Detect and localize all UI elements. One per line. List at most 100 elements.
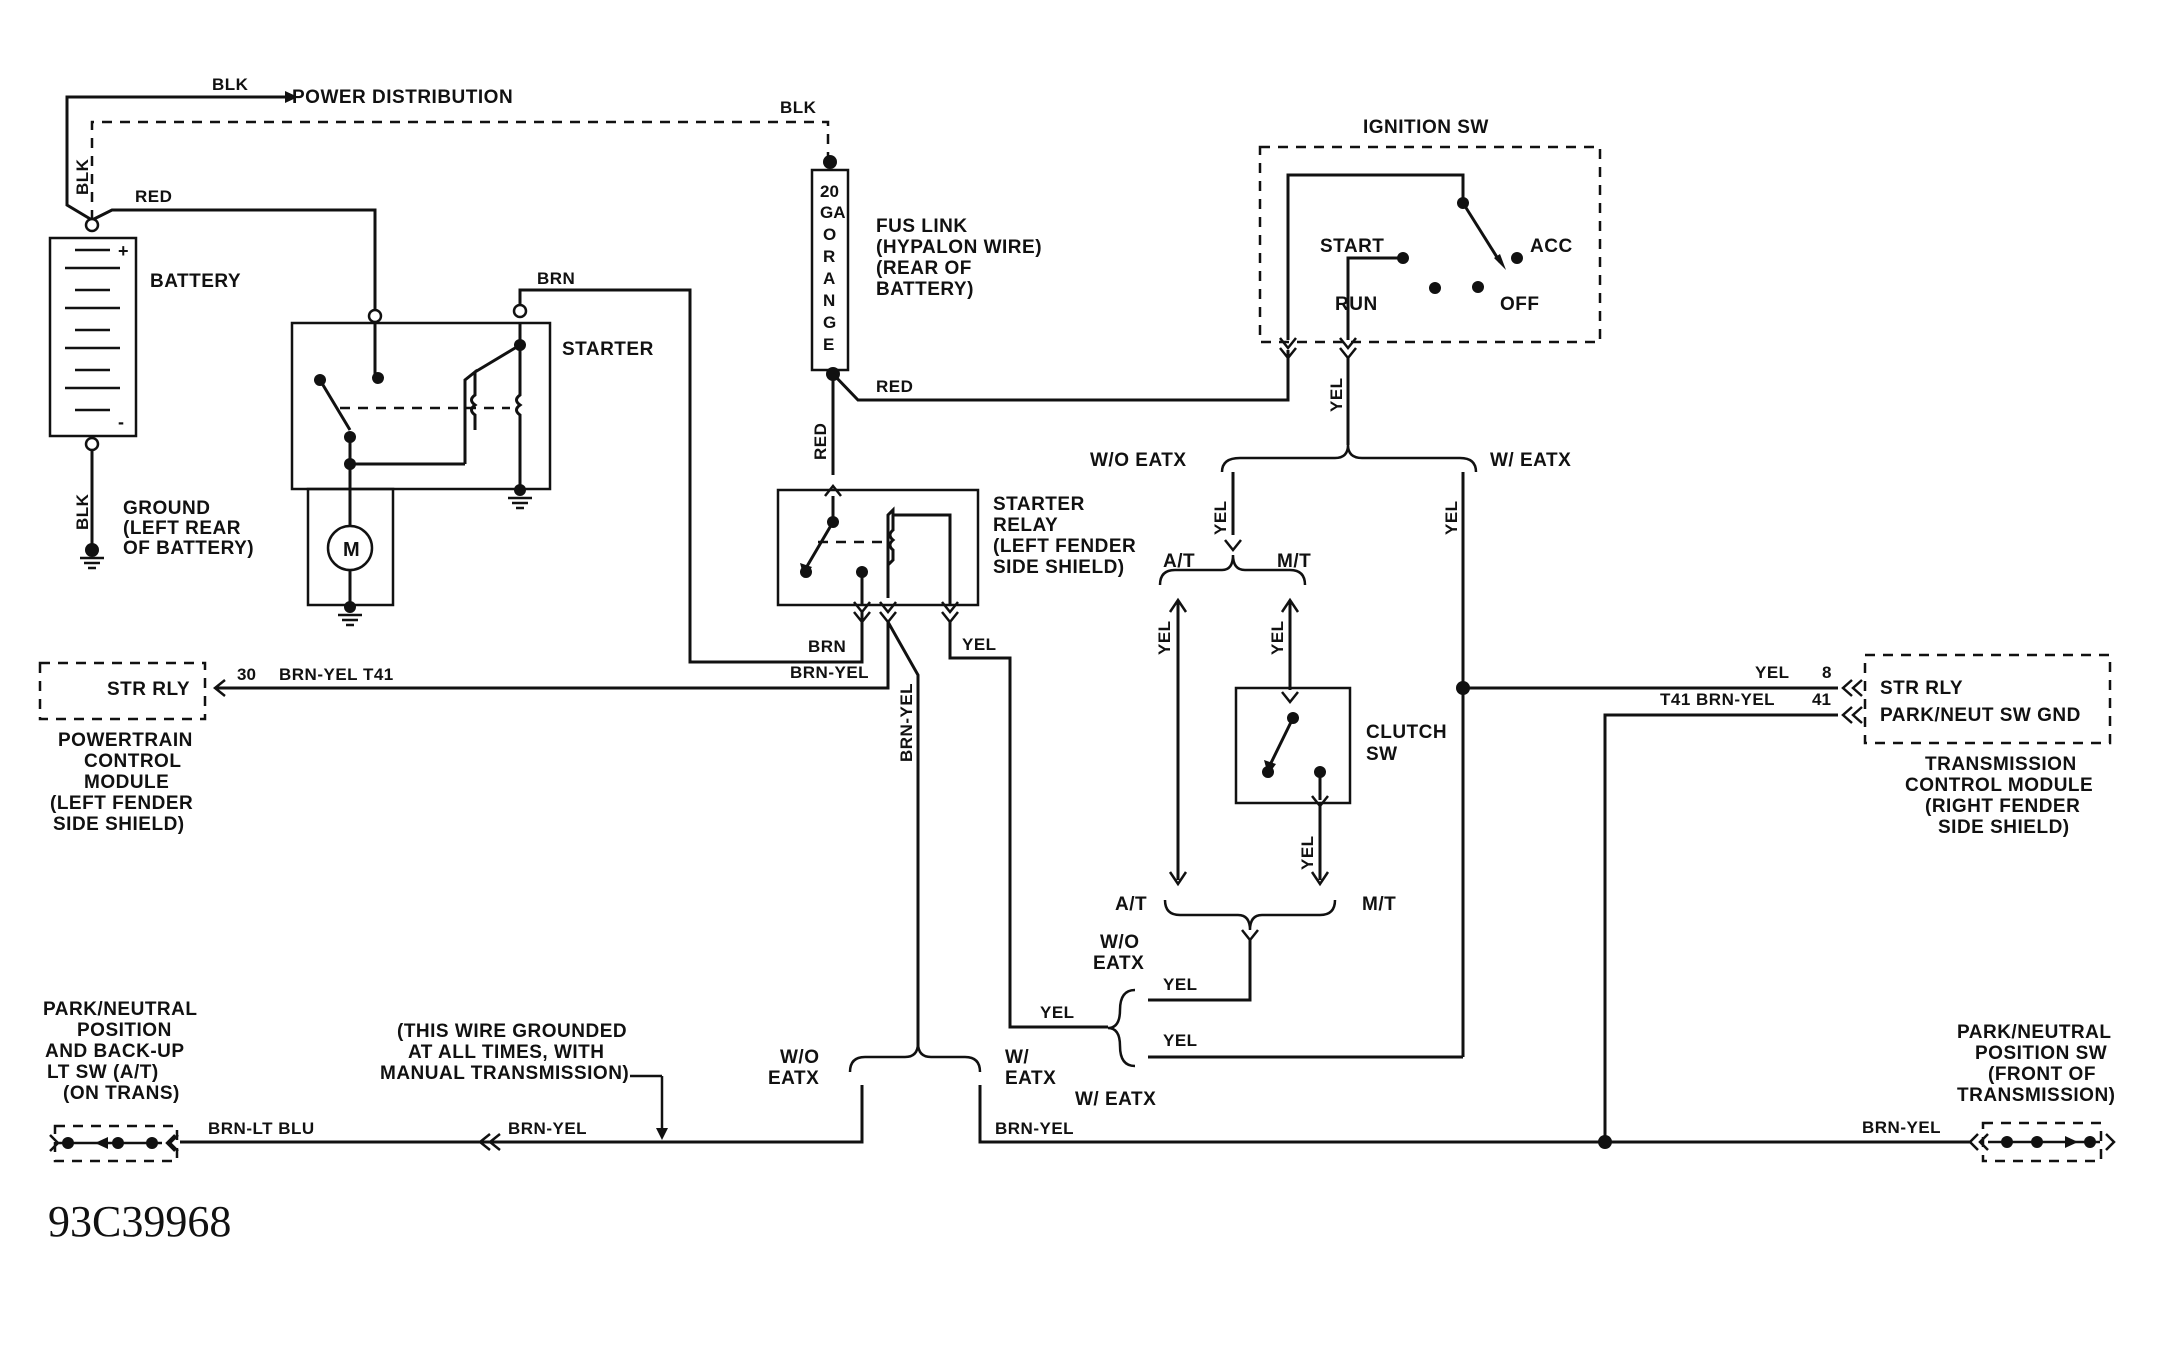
svg-text:CONTROL: CONTROL (84, 751, 181, 772)
svg-text:E: E (823, 335, 834, 354)
battery-plus-icon: + (118, 241, 129, 261)
wire-label-brn-yel-t41: BRN-YEL T41 (279, 665, 394, 684)
wire-label-blk-battery: BLK (73, 158, 92, 195)
fuse-link-text: 20 GA O R A N G E (820, 182, 846, 354)
pcm-str-rly-label: STR RLY (107, 679, 190, 700)
motor-ground-icon (338, 613, 362, 627)
wire-label-blk-power: BLK (212, 75, 249, 94)
svg-text:PARK/NEUTRAL: PARK/NEUTRAL (1957, 1022, 2111, 1043)
tcm-park-neut-label: PARK/NEUT SW GND (1880, 705, 2081, 726)
wire-label-brn-yel-right: BRN-YEL (995, 1119, 1074, 1138)
wire-label-blk-fuse: BLK (780, 98, 817, 117)
svg-text:(LEFT FENDER: (LEFT FENDER (50, 793, 193, 814)
wire-label-brn-lt-blu: BRN-LT BLU (208, 1119, 315, 1138)
tcm-str-rly-label: STR RLY (1880, 678, 1963, 699)
starter-relay: STARTER RELAY (LEFT FENDER SIDE SHIELD) (776, 483, 1136, 625)
svg-text:POWERTRAIN: POWERTRAIN (58, 730, 193, 751)
svg-text:POSITION: POSITION (77, 1020, 172, 1041)
starter-relay-label-line4: SIDE SHIELD) (993, 557, 1125, 578)
wire-label-yel-ignition: YEL (1327, 377, 1346, 412)
wo-eatx-mid-label-line2: EATX (1093, 953, 1144, 974)
clutch-switch: CLUTCH SW (1234, 686, 1447, 809)
ignition-switch: IGNITION SW START ACC RUN OFF (1258, 117, 1602, 361)
wire-label-yel-clutch: YEL (1298, 835, 1317, 870)
ignition-switch-label: IGNITION SW (1363, 117, 1489, 138)
transmission-control-module: STR RLY PARK/NEUT SW GND TRANSMISSION CO… (1841, 653, 2112, 838)
svg-text:AND BACK-UP: AND BACK-UP (45, 1041, 185, 1062)
svg-text:FUS LINK: FUS LINK (876, 216, 968, 237)
wire-label-brn-starter: BRN (537, 269, 575, 288)
svg-text:LT SW (A/T): LT SW (A/T) (47, 1062, 159, 1083)
wire-grounded-note: (THIS WIRE GROUNDED AT ALL TIMES, WITH M… (380, 1021, 629, 1084)
clutch-switch-label-line1: CLUTCH (1366, 722, 1447, 743)
wire-label-brn-yel-left: BRN-YEL (508, 1119, 587, 1138)
fuse-link-label: FUS LINK (HYPALON WIRE) (REAR OF BATTERY… (876, 216, 1042, 300)
svg-text:SIDE SHIELD): SIDE SHIELD) (1938, 817, 2070, 838)
at-top-label: A/T (1163, 551, 1195, 572)
battery-label: BATTERY (150, 271, 241, 292)
ignition-off-label: OFF (1500, 294, 1540, 315)
starter-component: STARTER M (290, 303, 654, 627)
svg-text:MANUAL TRANSMISSION): MANUAL TRANSMISSION) (380, 1063, 629, 1084)
pcm-pin-30: 30 (237, 665, 256, 684)
svg-text:PARK/NEUTRAL: PARK/NEUTRAL (43, 999, 197, 1020)
starter-label: STARTER (562, 339, 654, 360)
power-distribution-label: POWER DISTRIBUTION (292, 87, 513, 108)
ignition-acc-label: ACC (1530, 236, 1573, 257)
wire-label-yel-at: YEL (1155, 620, 1174, 655)
tcm-pin-41: 41 (1812, 690, 1831, 709)
starter-relay-label-line2: RELAY (993, 515, 1058, 536)
mt-bottom-label: M/T (1362, 894, 1396, 915)
w-eatx-top-label: W/ EATX (1490, 450, 1571, 471)
battery-symbol (48, 236, 138, 438)
svg-text:(LEFT REAR: (LEFT REAR (123, 518, 241, 539)
svg-text:(HYPALON WIRE): (HYPALON WIRE) (876, 237, 1042, 258)
powertrain-control-module: STR RLY POWERTRAIN CONTROL MODULE (LEFT … (38, 661, 207, 835)
ground-label: GROUND (LEFT REAR OF BATTERY) (123, 498, 254, 559)
wire-label-red-starter: RED (135, 187, 172, 206)
svg-text:G: G (823, 313, 836, 332)
svg-text:(ON TRANS): (ON TRANS) (63, 1083, 180, 1104)
starter-relay-label-line3: (LEFT FENDER (993, 536, 1136, 557)
wo-eatx-top-label: W/O EATX (1090, 450, 1187, 471)
svg-text:O: O (823, 225, 836, 244)
starter-ground-icon (508, 496, 532, 510)
starter-relay-label-line1: STARTER (993, 494, 1085, 515)
svg-text:20: 20 (820, 182, 839, 201)
wire-label-t41-brn-yel: T41 BRN-YEL (1660, 690, 1775, 709)
battery-minus-icon: - (118, 412, 124, 432)
svg-text:N: N (823, 291, 835, 310)
svg-text:CONTROL MODULE: CONTROL MODULE (1905, 775, 2093, 796)
battery-section: BLK POWER DISTRIBUTION BLK BLK RED + - B… (48, 75, 830, 570)
wire-label-red-ignition: RED (876, 377, 913, 396)
w-eatx-bottom-label-line1: W/ (1005, 1047, 1029, 1068)
diagram-code: 93C39968 (48, 1197, 231, 1246)
svg-text:A: A (823, 269, 835, 288)
wire-label-yel-tcm: YEL (1755, 663, 1790, 682)
wire-label-brn-yel-pn: BRN-YEL (1862, 1118, 1941, 1137)
wire-label-yel-weatx-low: YEL (1163, 1031, 1198, 1050)
wire-label-brn-yel-vertical: BRN-YEL (897, 683, 916, 762)
park-neutral-position-switch: PARK/NEUTRAL POSITION SW (FRONT OF TRANS… (1957, 1022, 2116, 1163)
wire-label-yel-relay: YEL (962, 635, 997, 654)
at-bottom-label: A/T (1115, 894, 1147, 915)
tcm-pin-8: 8 (1822, 663, 1831, 682)
w-eatx-bottom-label-line2: EATX (1005, 1068, 1056, 1089)
wire-label-yel-woeatx: YEL (1211, 500, 1230, 535)
wo-eatx-bottom-label-line2: EATX (768, 1068, 819, 1089)
svg-text:GROUND: GROUND (123, 498, 210, 519)
wire-label-red-relay: RED (811, 423, 830, 460)
motor-symbol: M (343, 539, 360, 561)
w-eatx-bottom-right-label: W/ EATX (1075, 1089, 1156, 1110)
wire-label-brn-relay: BRN (808, 637, 846, 656)
svg-text:(FRONT OF: (FRONT OF (1988, 1064, 2096, 1085)
clutch-switch-label-line2: SW (1366, 744, 1398, 765)
fuse-link: 20 GA O R A N G E FUS LINK (HYPALON WIRE… (810, 155, 1042, 381)
svg-text:POSITION SW: POSITION SW (1975, 1043, 2107, 1064)
mt-top-label: M/T (1277, 551, 1311, 572)
wire-label-blk-ground: BLK (73, 493, 92, 530)
svg-text:TRANSMISSION: TRANSMISSION (1925, 754, 2077, 775)
wire-label-yel-mt: YEL (1268, 620, 1287, 655)
svg-text:AT ALL TIMES, WITH: AT ALL TIMES, WITH (408, 1042, 605, 1063)
